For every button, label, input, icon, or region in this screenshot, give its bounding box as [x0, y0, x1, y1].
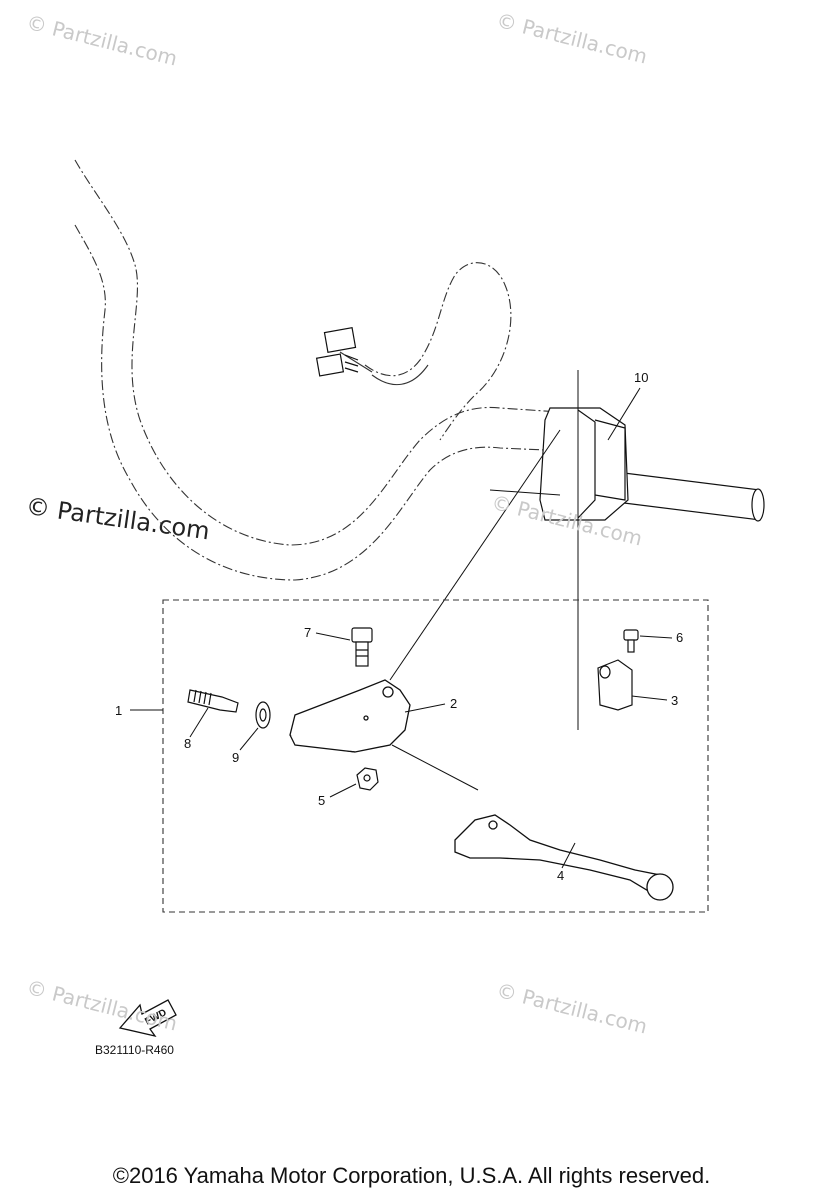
grip-assembly — [539, 407, 765, 522]
screw — [623, 629, 639, 653]
assembly-box — [162, 599, 709, 913]
callout-4: 4 — [557, 868, 564, 883]
callout-2: 2 — [450, 696, 457, 711]
connector-upper — [315, 327, 359, 377]
callout-6: 6 — [676, 630, 683, 645]
clutch-lever — [454, 814, 674, 901]
locknut — [255, 701, 271, 729]
switch-holder — [597, 659, 633, 711]
copyright-notice: ©2016 Yamaha Motor Corporation, U.S.A. A… — [112, 1163, 711, 1188]
adjuster-bolt — [187, 689, 239, 713]
wire-harness — [339, 262, 512, 441]
diagram-code: B321110-R460 — [95, 1043, 174, 1057]
callout-1: 1 — [115, 703, 122, 718]
leader-lines — [389, 370, 579, 791]
handlebar-outline — [74, 159, 561, 581]
lever-bracket — [289, 679, 411, 753]
fwd-arrow-icon — [118, 999, 177, 1038]
callout-3: 3 — [671, 693, 678, 708]
callout-5: 5 — [318, 793, 325, 808]
nut — [356, 767, 379, 791]
callout-10: 10 — [634, 370, 648, 385]
callout-9: 9 — [232, 750, 239, 765]
callout-8: 8 — [184, 736, 191, 751]
callout-7: 7 — [304, 625, 311, 640]
bolt — [351, 627, 373, 667]
